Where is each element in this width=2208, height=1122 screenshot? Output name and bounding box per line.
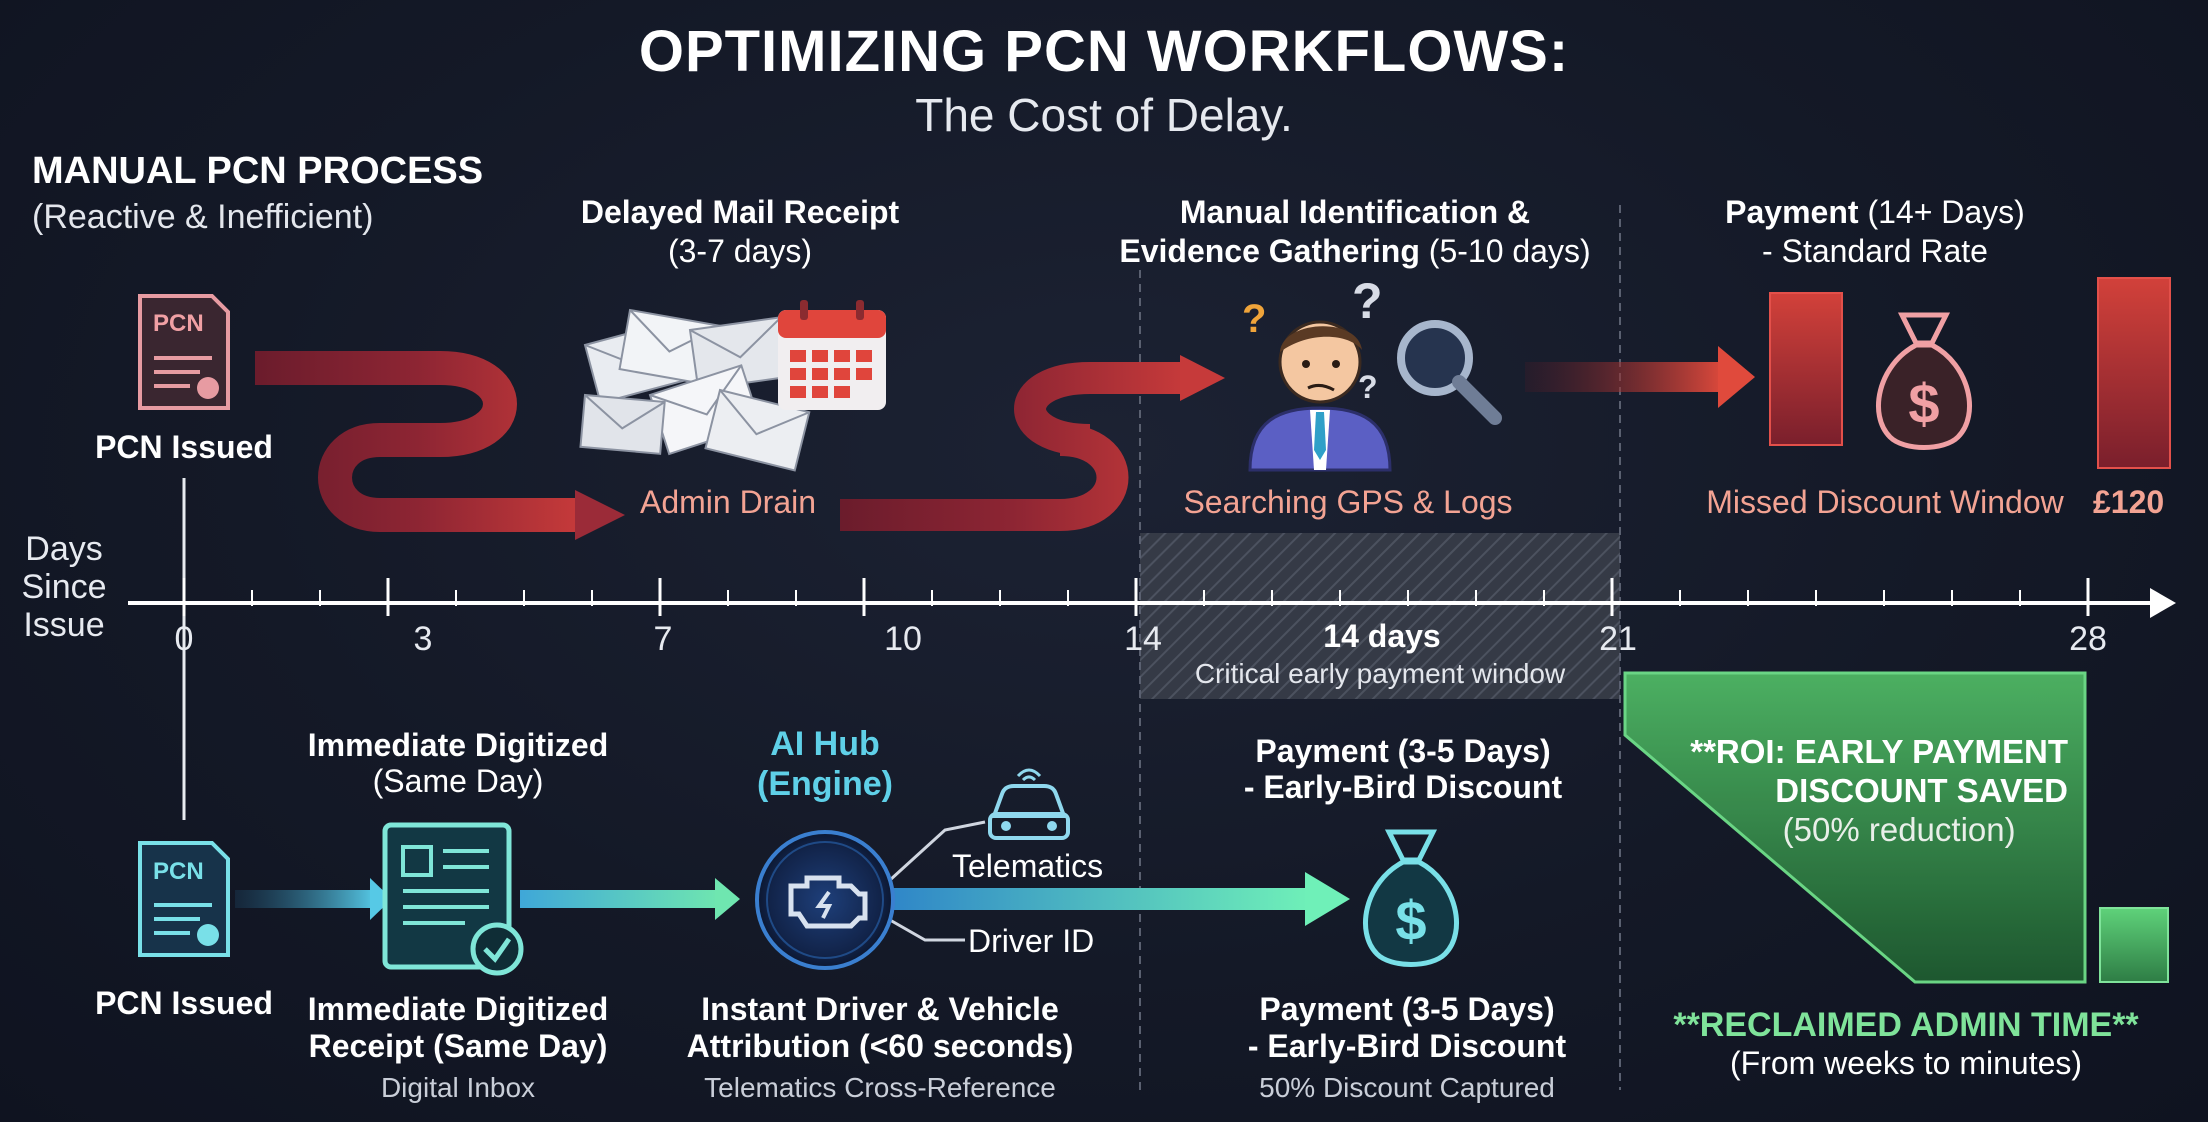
svg-text:$: $ xyxy=(1395,889,1426,952)
tick-label-14: 14 xyxy=(1124,620,1162,658)
confused-person-icon xyxy=(1248,320,1392,472)
auto-arrow-1 xyxy=(235,890,375,908)
digitized-top-line2: (Same Day) xyxy=(372,763,544,799)
roi-line1: **ROI: EARLY PAYMENT xyxy=(1690,733,2068,770)
telematics-crossref-caption: Telematics Cross-Reference xyxy=(704,1072,1056,1103)
reclaimed-admin-title: **RECLAIMED ADMIN TIME** xyxy=(1673,1006,2139,1044)
auto-arrowhead-2 xyxy=(715,878,740,920)
payment-early-bottom-line1: Payment (3-5 Days) xyxy=(1259,991,1555,1027)
manual-arrowhead-1 xyxy=(575,490,625,540)
timeline-major-ticks xyxy=(182,578,2090,616)
penalty-bar xyxy=(2097,277,2171,469)
pcn-document-icon-manual xyxy=(138,294,230,410)
critical-window-band xyxy=(1140,533,1620,699)
evidence-gathering-bold: Evidence Gathering xyxy=(1119,233,1420,269)
payment-standard-title: Payment (14+ Days) xyxy=(1725,193,2025,231)
axis-label-line1: Days xyxy=(25,530,103,568)
manual-arrowhead-2 xyxy=(1180,355,1225,401)
roi-discount-shape xyxy=(1623,671,2087,984)
svg-text:?: ? xyxy=(1358,369,1378,405)
attribution-line1: Instant Driver & Vehicle xyxy=(701,991,1059,1027)
delayed-mail-detail: (3-7 days) xyxy=(667,233,813,269)
evidence-gathering-title: Evidence Gathering (5-10 days) xyxy=(1119,232,1590,270)
manual-identification-title: Manual Identification & xyxy=(1179,194,1531,230)
standard-rate-bar xyxy=(1769,292,1843,446)
critical-window-caption: Critical early payment window xyxy=(1194,658,1566,689)
telematics-connector xyxy=(888,820,986,882)
telematics-label: Telematics xyxy=(952,848,1104,884)
money-bag-icon-manual: $ xyxy=(1876,312,1972,450)
auto-arrowhead-3 xyxy=(1305,872,1350,926)
manual-winding-path-2 xyxy=(840,362,1185,531)
ai-hub-line2: (Engine) xyxy=(757,765,893,803)
auto-pcn-issued-label: PCN Issued xyxy=(95,985,273,1021)
admin-drain-caption: Admin Drain xyxy=(639,484,817,520)
manual-section-heading: MANUAL PCN PROCESS xyxy=(32,150,484,192)
auto-arrow-3 xyxy=(890,888,1310,910)
manual-pcn-issued-label: PCN Issued xyxy=(95,429,273,465)
ai-hub-title: AI Hub (Engine) xyxy=(757,724,893,804)
money-bag-icon-auto: $ xyxy=(1363,829,1459,967)
tick-label-10: 10 xyxy=(884,620,922,658)
page-title: OPTIMIZING PCN WORKFLOWS: xyxy=(638,19,1570,84)
question-marks-icon: ? ? ? xyxy=(1242,273,1383,405)
critical-window-title: 14 days xyxy=(1323,618,1441,654)
reclaimed-time-bar xyxy=(2099,907,2169,983)
car-telematics-icon xyxy=(988,768,1070,840)
searching-gps-caption: Searching GPS & Logs xyxy=(1183,484,1513,520)
tick-label-0: 0 xyxy=(174,620,194,658)
discount-captured-caption: 50% Discount Captured xyxy=(1259,1072,1555,1103)
pcn-badge-manual: PCN xyxy=(153,310,204,337)
timeline-arrowhead xyxy=(2150,588,2176,618)
ai-hub-engine-icon xyxy=(755,830,895,970)
roi-line2: DISCOUNT SAVED xyxy=(1775,772,2068,809)
payment-early-bottom-line2: - Early-Bird Discount xyxy=(1247,1028,1567,1064)
penalty-amount: £120 xyxy=(2093,484,2165,520)
axis-label-line3: Issue xyxy=(23,606,105,644)
driver-id-connector xyxy=(889,918,965,942)
payment-standard-duration: (14+ Days) xyxy=(1858,194,2025,230)
ai-hub-line1: AI Hub xyxy=(770,725,880,763)
delayed-mail-title: Delayed Mail Receipt xyxy=(580,194,900,230)
missed-discount-caption: Missed Discount Window xyxy=(1706,484,2064,520)
axis-label: Days Since Issue xyxy=(21,530,106,644)
attribution-line2: Attribution (<60 seconds) xyxy=(686,1028,1074,1064)
digitized-bottom-line2: Receipt (Same Day) xyxy=(308,1028,608,1064)
reclaimed-admin-caption: (From weeks to minutes) xyxy=(1729,1045,2083,1081)
payment-standard-bold: Payment xyxy=(1725,194,1859,230)
auto-arrow-2 xyxy=(520,890,720,908)
digitized-receipt-icon xyxy=(382,822,524,976)
driver-id-label: Driver ID xyxy=(968,923,1095,959)
svg-text:?: ? xyxy=(1352,273,1383,329)
calendar-icon xyxy=(778,300,886,410)
envelopes-icon xyxy=(579,308,811,472)
payment-early-top-line2: - Early-Bird Discount xyxy=(1243,769,1563,805)
standard-rate-detail: - Standard Rate xyxy=(1762,233,1988,269)
timeline-minor-ticks xyxy=(251,590,2021,606)
digital-inbox-caption: Digital Inbox xyxy=(380,1072,536,1103)
auto-arrowhead-1 xyxy=(370,878,392,920)
svg-text:?: ? xyxy=(1242,297,1266,341)
roi-line3: (50% reduction) xyxy=(1782,811,2016,848)
pcn-document-icon-auto xyxy=(138,841,230,957)
tick-label-3: 3 xyxy=(413,620,433,658)
magnifier-icon xyxy=(1397,320,1502,425)
page-subtitle: The Cost of Delay. xyxy=(915,89,1293,141)
digitized-bottom-line1: Immediate Digitized xyxy=(307,991,609,1027)
manual-winding-path xyxy=(255,351,580,532)
tick-label-28: 28 xyxy=(2069,620,2107,658)
roi-label: **ROI: EARLY PAYMENT DISCOUNT SAVED (50%… xyxy=(1690,732,2068,849)
manual-arrowhead-3 xyxy=(1718,346,1755,408)
tick-label-21: 21 xyxy=(1599,620,1637,658)
axis-label-line2: Since xyxy=(21,568,107,606)
digitized-top-line1: Immediate Digitized xyxy=(307,727,609,763)
tick-label-7: 7 xyxy=(653,620,673,658)
manual-arrow-3 xyxy=(1525,362,1725,392)
payment-early-top-line1: Payment (3-5 Days) xyxy=(1255,733,1551,769)
evidence-gathering-duration: (5-10 days) xyxy=(1419,233,1591,269)
pcn-badge-auto: PCN xyxy=(153,858,204,885)
manual-section-subheading: (Reactive & Inefficient) xyxy=(32,198,374,236)
svg-text:$: $ xyxy=(1908,372,1939,435)
